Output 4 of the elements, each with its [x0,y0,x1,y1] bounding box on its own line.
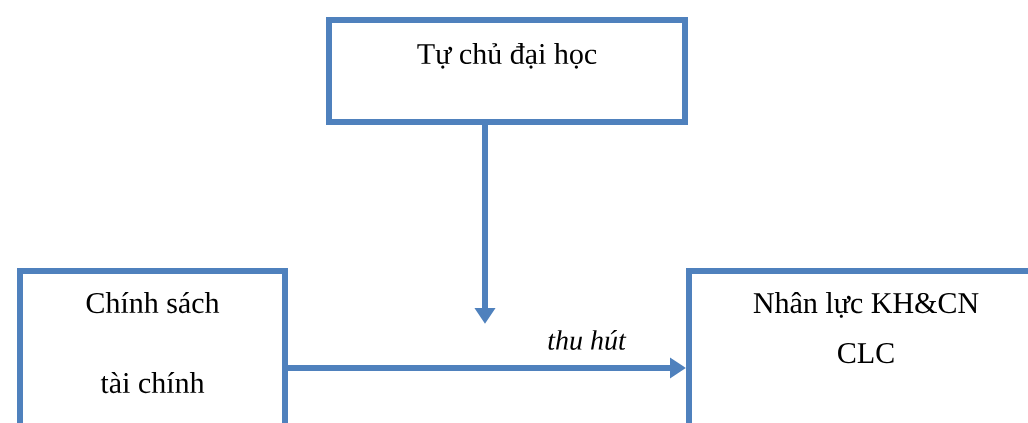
text-box: Tự chủ đại học [326,17,688,125]
edge-label: thu hút [545,328,628,352]
text-box: Nhân lực KH&CN CLC [686,268,1028,423]
text-box: Chính sách tài chính [17,268,288,423]
